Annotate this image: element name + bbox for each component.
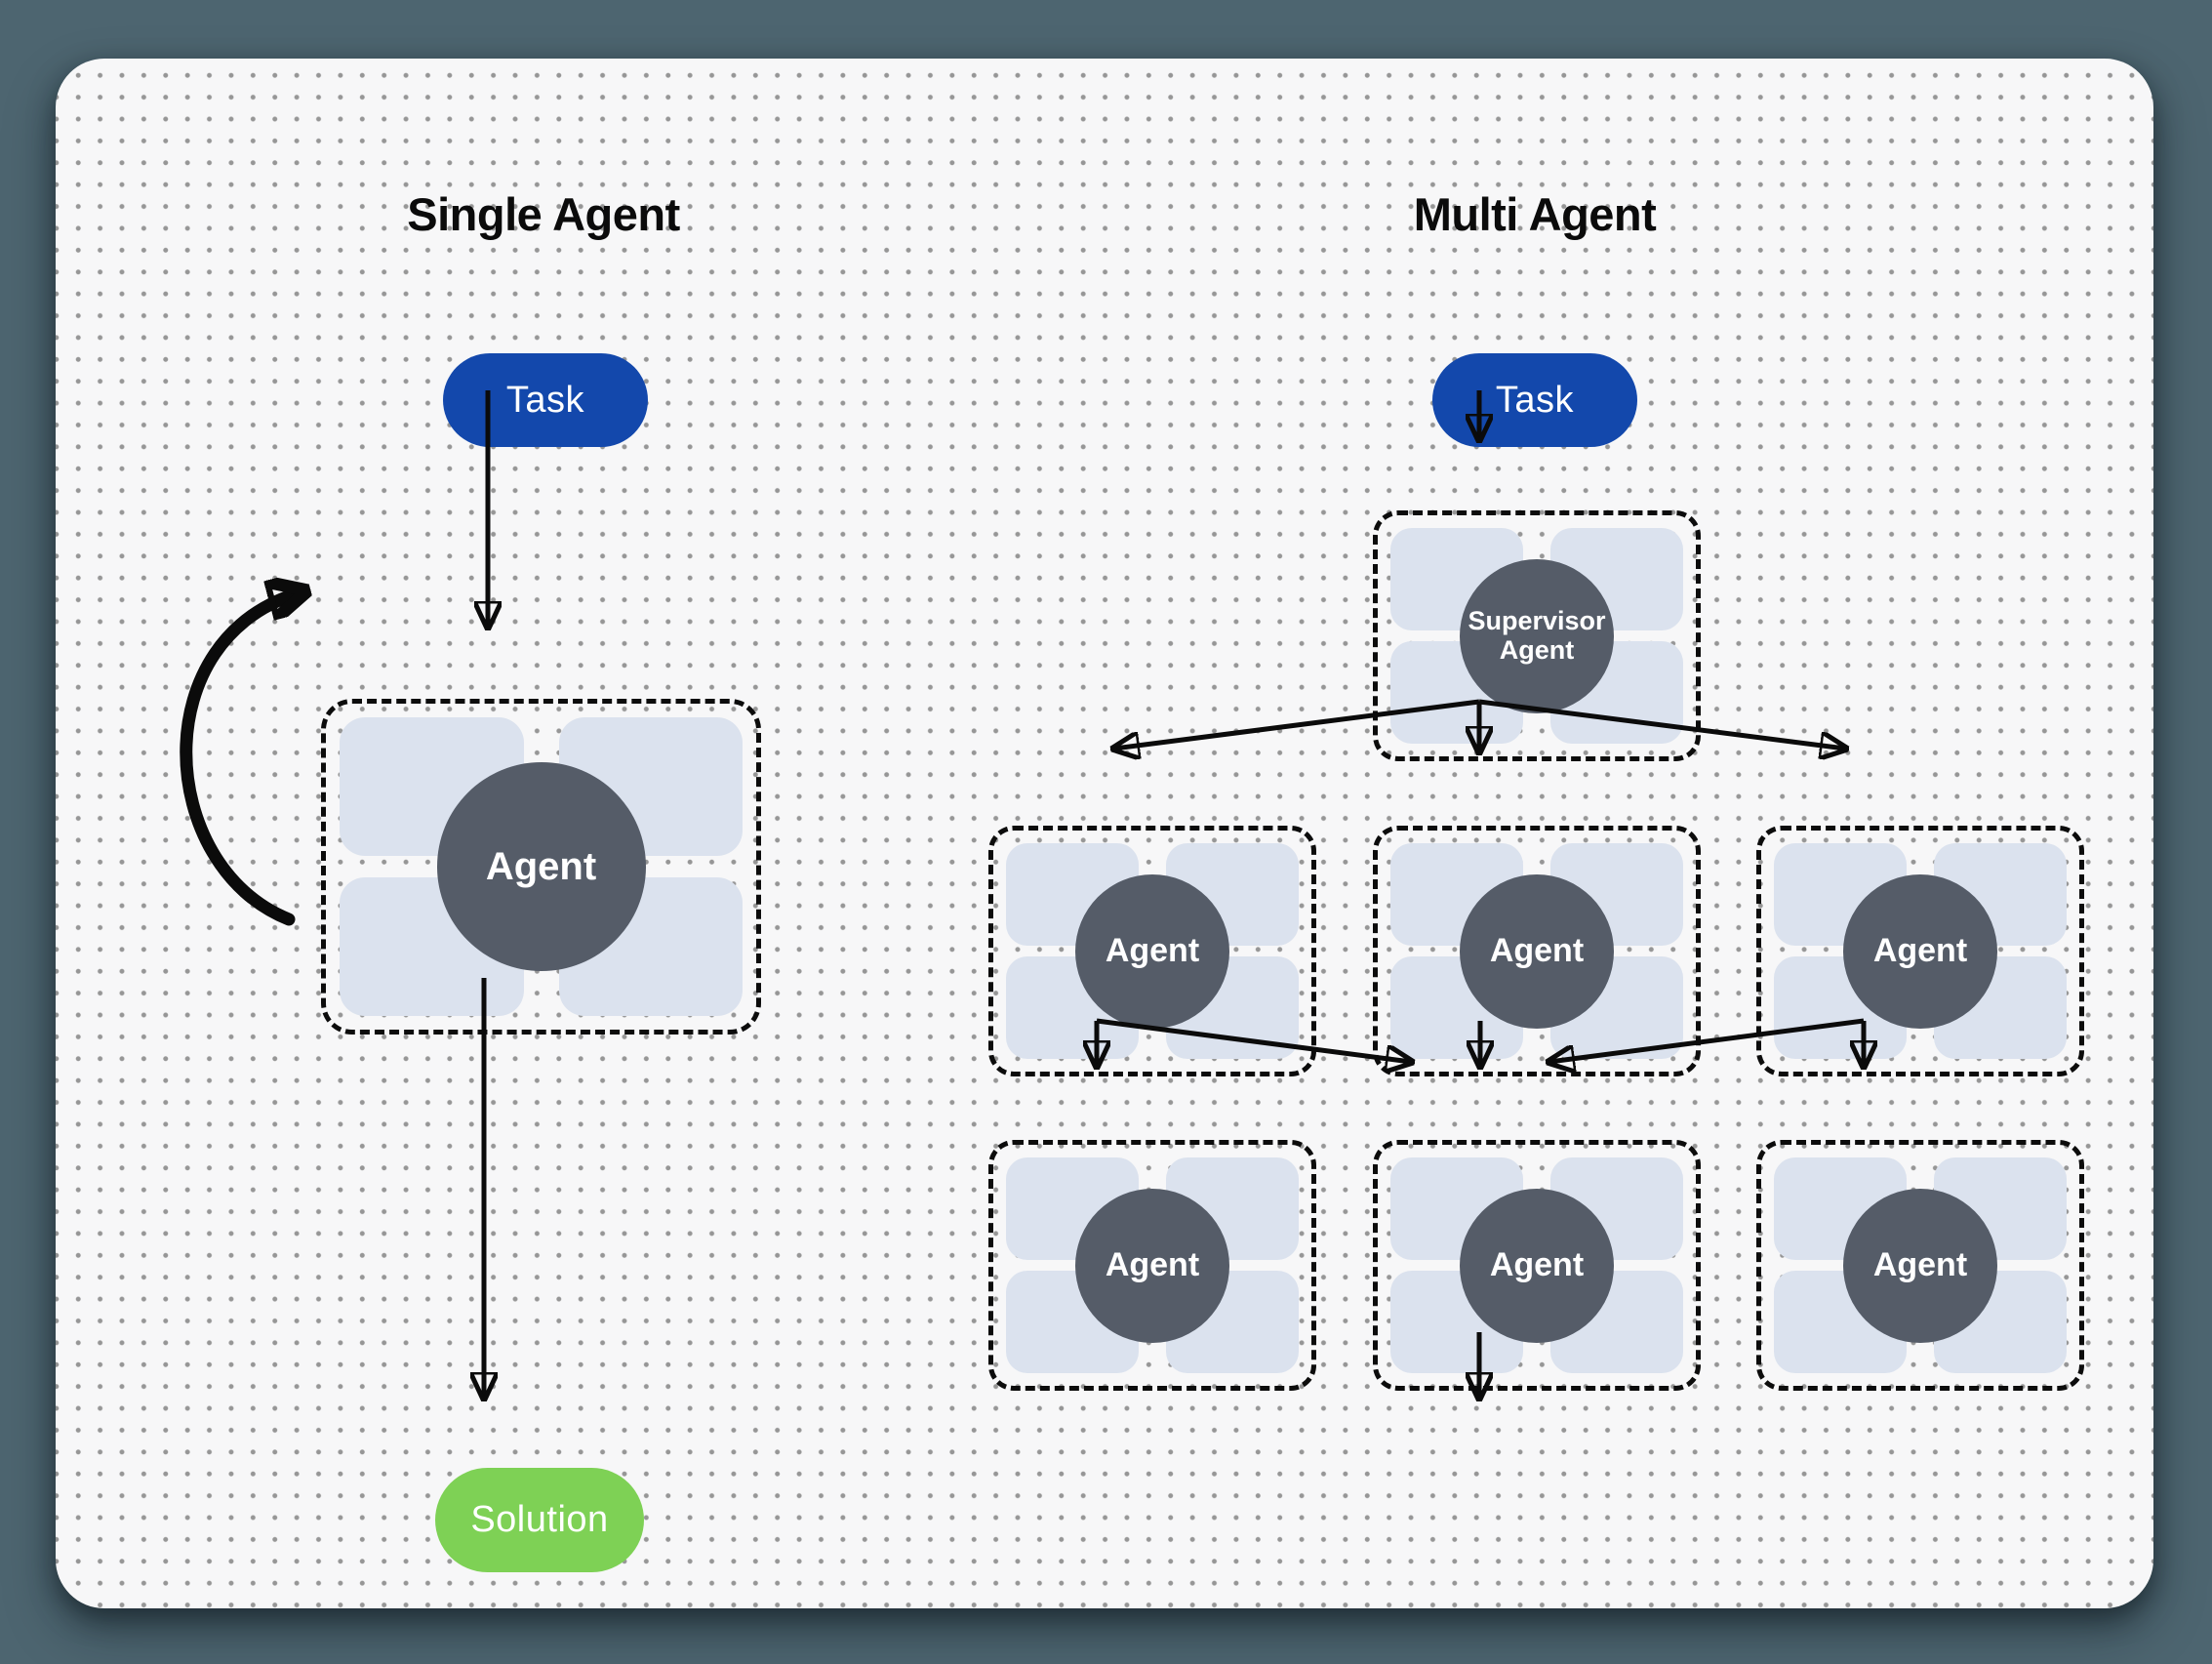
agent-label: Agent <box>1872 932 1968 969</box>
agent-label: Agent <box>1105 932 1200 969</box>
agent-circle: Agent <box>1075 1188 1229 1343</box>
agent-label: Agent <box>1489 932 1585 969</box>
single-task-label: Task <box>505 379 585 421</box>
agent-box-mid-center: Agent <box>1373 826 1701 1076</box>
agent-circle: Agent <box>1843 1188 1997 1343</box>
single-agent-title: Single Agent <box>407 188 680 240</box>
single-agent-circle: Agent <box>436 762 646 971</box>
multi-task-label: Task <box>1495 379 1575 421</box>
agent-label: Agent <box>1489 1246 1585 1283</box>
supervisor-agent-box: Supervisor Agent <box>1373 510 1701 761</box>
agent-circle: Agent <box>1460 873 1614 1029</box>
agent-circle: Agent <box>1460 1188 1614 1343</box>
agent-circle: Agent <box>1843 873 1997 1029</box>
single-solution-label: Solution <box>470 1499 609 1540</box>
supervisor-agent-circle: Supervisor Agent <box>1460 558 1614 713</box>
supervisor-label-line2: Agent <box>1499 634 1575 665</box>
agent-circle: Agent <box>1075 873 1229 1029</box>
multi-agent-title: Multi Agent <box>1413 188 1657 240</box>
single-task-pill: Task <box>443 353 648 447</box>
agent-box-bottom-left: Agent <box>988 1140 1316 1391</box>
agent-box-mid-right: Agent <box>1756 826 2084 1076</box>
agent-box-bottom-right: Agent <box>1756 1140 2084 1391</box>
single-agent-box: Agent <box>321 699 761 1035</box>
single-solution-pill: Solution <box>435 1468 644 1572</box>
diagram-card: Single Agent Multi Agent Task Agent Solu… <box>56 59 2153 1608</box>
supervisor-label-line1: Supervisor <box>1468 605 1606 635</box>
agent-label: Agent <box>1872 1246 1968 1283</box>
agent-box-bottom-center: Agent <box>1373 1140 1701 1391</box>
agent-box-mid-left: Agent <box>988 826 1316 1076</box>
single-agent-label: Agent <box>485 844 597 888</box>
agent-label: Agent <box>1105 1246 1200 1283</box>
multi-task-pill: Task <box>1432 353 1637 447</box>
